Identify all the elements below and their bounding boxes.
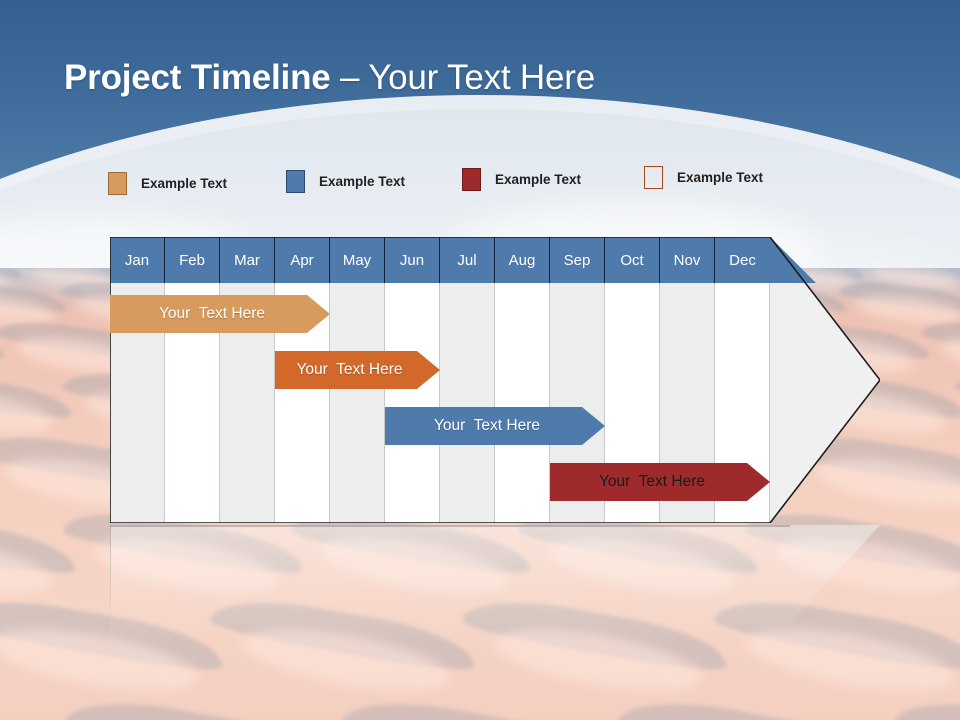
- legend-label: Example Text: [677, 170, 764, 185]
- timeline-bar[interactable]: Your Text Here: [275, 351, 440, 389]
- roof-tile: [615, 689, 913, 720]
- month-header-nov[interactable]: Nov: [660, 237, 715, 283]
- legend-item[interactable]: Example Text: [462, 168, 581, 191]
- page-title: Project Timeline – Your Text Here: [64, 58, 595, 98]
- timeline-bar-label: Your Text Here: [159, 305, 265, 322]
- timeline-bar-label: Your Text Here: [434, 417, 540, 434]
- roof-tile: [891, 689, 960, 720]
- legend-swatch: [286, 170, 305, 193]
- month-header-apr[interactable]: Apr: [275, 237, 330, 283]
- timeline-bar-label: Your Text Here: [296, 361, 403, 378]
- timeline-bar-label: Your Text Here: [599, 473, 705, 490]
- month-header-dec[interactable]: Dec: [715, 237, 770, 283]
- month-header-aug[interactable]: Aug: [495, 237, 550, 283]
- page-title-bold: Project Timeline: [64, 58, 331, 97]
- legend-swatch: [108, 172, 127, 195]
- legend-label: Example Text: [319, 174, 406, 189]
- timeline-bar[interactable]: Your Text Here: [385, 407, 605, 445]
- legend-label: Example Text: [141, 176, 228, 191]
- legend-swatch: [462, 168, 481, 191]
- month-header-jun[interactable]: Jun: [385, 237, 440, 283]
- page-title-regular: – Your Text Here: [330, 58, 595, 97]
- roof-tile: [62, 689, 360, 720]
- legend-label: Example Text: [495, 172, 582, 187]
- month-header-jan[interactable]: Jan: [110, 237, 165, 283]
- month-header-jul[interactable]: Jul: [440, 237, 495, 283]
- timeline-bar[interactable]: Your Text Here: [110, 295, 330, 333]
- month-header-feb[interactable]: Feb: [165, 237, 220, 283]
- roof-tile: [339, 689, 637, 720]
- month-header-may[interactable]: May: [330, 237, 385, 283]
- month-header-sep[interactable]: Sep: [550, 237, 605, 283]
- legend-item[interactable]: Example Text: [108, 172, 227, 195]
- timeline-header-wedge: [770, 237, 816, 283]
- month-header-mar[interactable]: Mar: [220, 237, 275, 283]
- month-header-oct[interactable]: Oct: [605, 237, 660, 283]
- legend-swatch: [644, 166, 663, 189]
- legend-item[interactable]: Example Text: [286, 170, 405, 193]
- legend: Example Text Example Text Example Text Exam…: [108, 163, 848, 199]
- timeline-bar[interactable]: Your Text Here: [550, 463, 770, 501]
- legend-item[interactable]: Example Text: [644, 166, 763, 189]
